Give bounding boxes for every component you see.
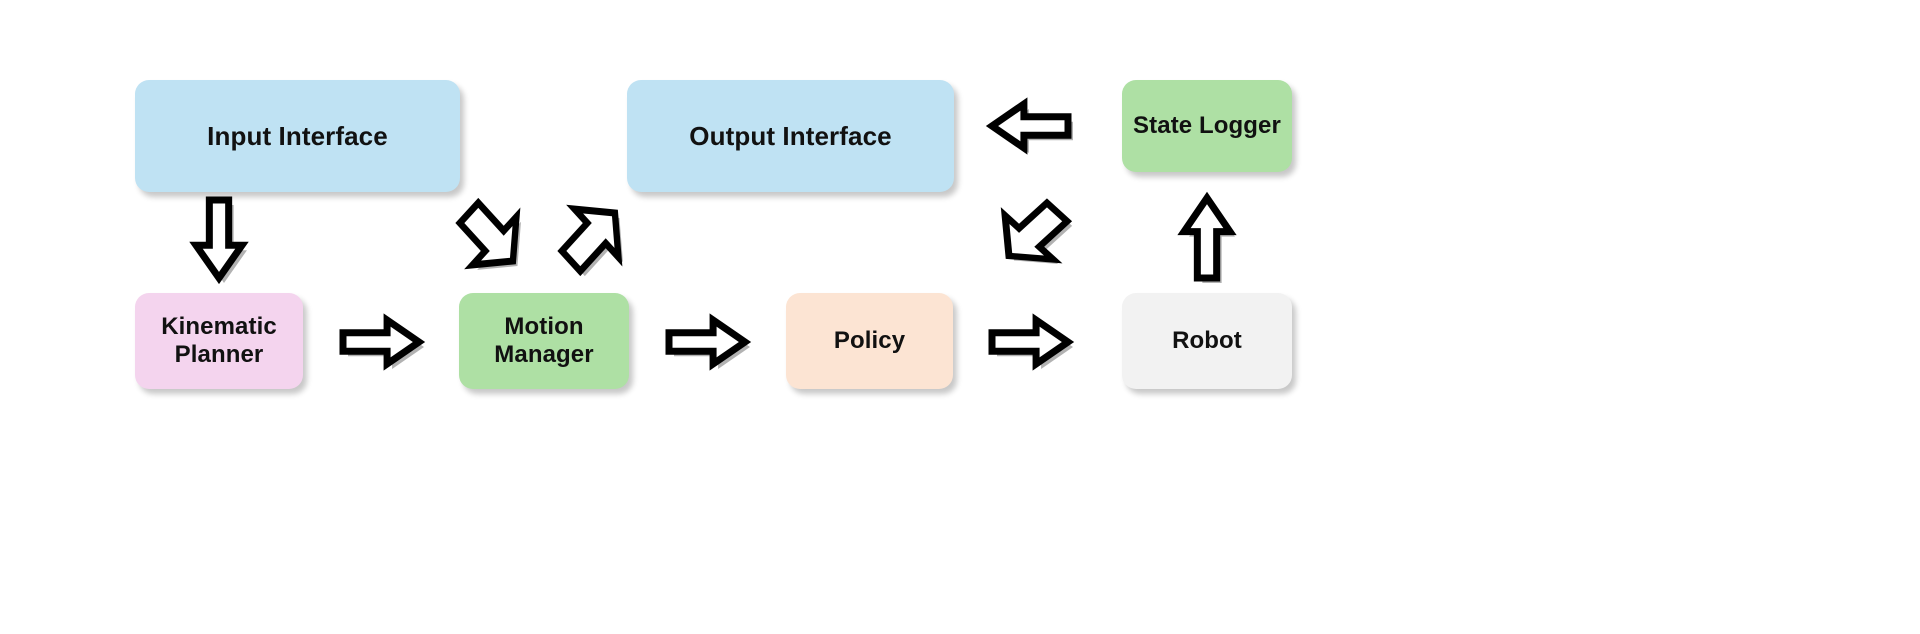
arrow-robot-to-state-logger bbox=[1177, 191, 1237, 283]
node-label-policy: Policy bbox=[833, 326, 906, 354]
node-motion-manager[interactable]: Motion Manager bbox=[459, 293, 629, 389]
arrow-state-logger-to-output bbox=[985, 97, 1073, 155]
node-label-state-logger: State Logger bbox=[1133, 111, 1281, 139]
arrow-input-to-kinematic bbox=[189, 196, 249, 285]
node-kinematic-planner[interactable]: Kinematic Planner bbox=[135, 293, 303, 389]
node-policy[interactable]: Policy bbox=[786, 293, 953, 389]
node-label-output-interface: Output Interface bbox=[689, 120, 892, 151]
node-label-input-interface: Input Interface bbox=[207, 120, 388, 151]
arrow-input-to-motion-diagonal bbox=[455, 197, 522, 271]
arrow-motion-to-policy bbox=[665, 313, 752, 371]
node-label-motion-manager: Motion Manager bbox=[494, 312, 594, 368]
node-output-interface[interactable]: Output Interface bbox=[627, 80, 954, 192]
node-state-logger[interactable]: State Logger bbox=[1122, 80, 1292, 172]
node-robot[interactable]: Robot bbox=[1122, 293, 1292, 389]
arrow-motion-to-output-diagonal bbox=[557, 203, 624, 277]
arrow-policy-to-output-diagonal bbox=[999, 198, 1073, 265]
node-label-robot: Robot bbox=[1172, 326, 1242, 354]
arrow-policy-to-robot bbox=[988, 313, 1075, 371]
node-input-interface[interactable]: Input Interface bbox=[135, 80, 460, 192]
node-label-kinematic-planner: Kinematic Planner bbox=[161, 312, 277, 368]
arrow-kinematic-to-motion bbox=[339, 313, 426, 371]
